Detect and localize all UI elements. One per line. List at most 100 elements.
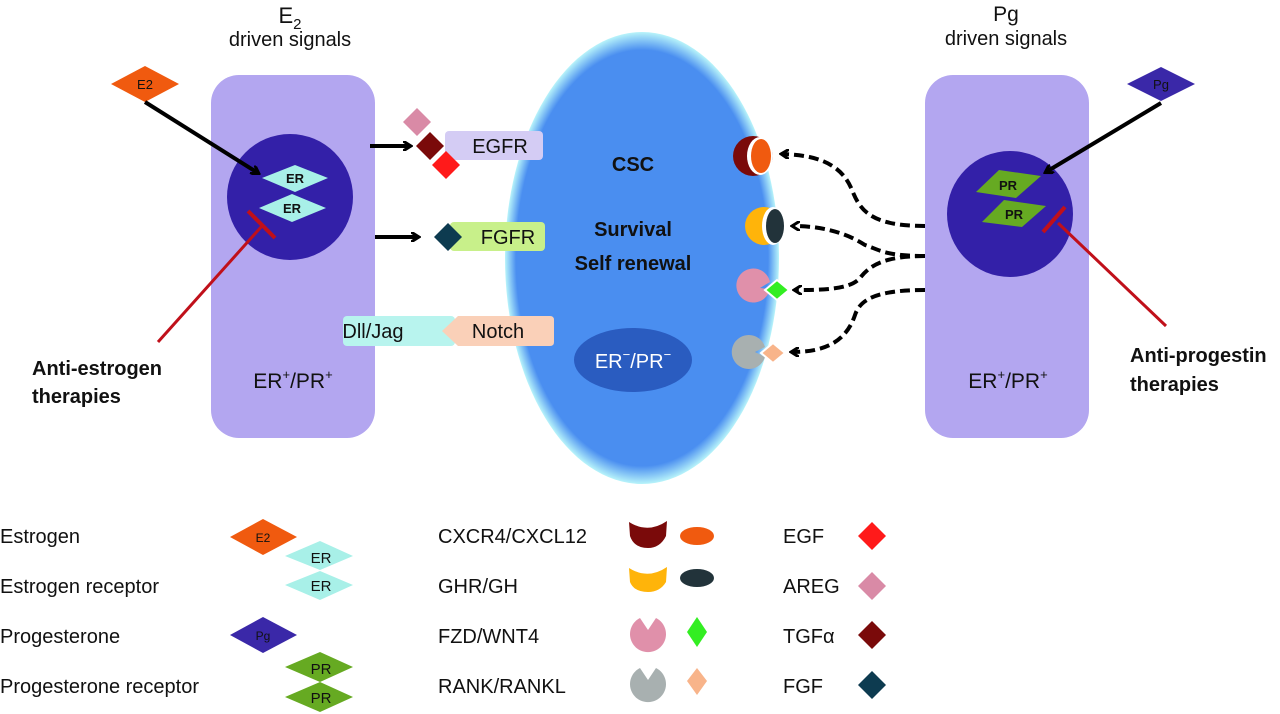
wnt4-ligand-icon	[763, 278, 791, 302]
tgfa-ligand-icon	[416, 132, 444, 160]
legend-ghr-label: GHR/GH	[438, 576, 518, 598]
egfr-group: EGFR	[370, 108, 543, 179]
legend-tgfa-label: TGFα	[783, 626, 835, 648]
csc-title: CSC	[612, 154, 654, 176]
legend-pr-symbol-2: PR	[311, 690, 332, 707]
legend-pr-symbol-1: PR	[311, 661, 332, 678]
notch-receptor-box	[442, 316, 554, 346]
right-cell-label: ER+/PR+	[968, 367, 1047, 393]
pr-receptor-icon	[982, 200, 1046, 227]
legend-cxcl12-icon	[680, 527, 714, 545]
anti-progestin-line	[1056, 221, 1168, 328]
right-header-line1: Pg	[993, 3, 1019, 26]
notch-label: Notch	[472, 321, 524, 343]
legend-estrogen-label: Estrogen	[0, 526, 80, 548]
er-receptor-icon	[259, 194, 326, 222]
legend-er-symbol-2: ER	[311, 578, 332, 595]
e2-binding-arrow	[143, 100, 258, 173]
legend-estrogen-symbol: E2	[256, 531, 271, 545]
legend-progesterone-icon	[230, 617, 297, 653]
anti-estrogen-label-2: therapies	[32, 386, 121, 408]
legend-wnt4-icon	[687, 617, 707, 647]
areg-ligand-icon	[403, 108, 431, 136]
dashed-arrow-cxcl12	[782, 154, 926, 228]
dashed-arrow-gh	[793, 226, 926, 258]
left-header-e: E2	[278, 3, 301, 33]
egfr-receptor-box	[445, 131, 543, 160]
fgfr-label: FGFR	[481, 227, 535, 249]
er-pr-negative-cell	[574, 328, 692, 392]
progesterone-icon	[1127, 67, 1195, 101]
legend-tgfa-icon	[858, 621, 886, 649]
legend-egf-label: EGF	[783, 526, 824, 548]
legend-progesterone-receptor-label: Progesterone receptor	[0, 676, 199, 698]
legend-egf-icon	[858, 522, 886, 550]
egfr-label: EGFR	[472, 136, 528, 158]
anti-progestin-label-2: therapies	[1130, 374, 1219, 396]
er-receptor-icon	[262, 165, 328, 192]
estrogen-icon	[111, 66, 179, 102]
right-header-line2: driven signals	[945, 28, 1067, 50]
legend-pr-icon	[285, 652, 353, 682]
legend-rank-label: RANK/RANKL	[438, 676, 566, 698]
paracrine-arrows	[782, 154, 926, 352]
anti-estrogen-label-1: Anti-estrogen	[32, 358, 162, 380]
left-panel: E2 driven signals ER ER E2 Anti-estrogen…	[32, 3, 375, 438]
legend-estrogen-receptor-label: Estrogen receptor	[0, 576, 159, 598]
dll-jag-box	[343, 316, 455, 346]
legend-er-icon	[285, 541, 353, 570]
gh-ligand-icon	[766, 209, 784, 243]
legend-pr-icon	[285, 682, 353, 712]
anti-estrogen-line	[156, 224, 264, 344]
egf-ligand-icon	[432, 151, 460, 179]
csc-ellipse	[505, 32, 779, 484]
legend-fzd-label: FZD/WNT4	[438, 626, 539, 648]
csc-cell: CSC Survival Self renewal ER−/PR−	[505, 32, 779, 484]
dashed-arrow-wnt4	[795, 254, 926, 290]
rank-receptor-icon	[731, 335, 765, 370]
pr-label-1: PR	[999, 178, 1018, 193]
dll-jag-label: Dll/Jag	[342, 321, 403, 343]
legend-progesterone-symbol: Pg	[256, 629, 271, 643]
csc-surface-receptors	[731, 136, 791, 370]
er-label-2: ER	[283, 201, 302, 216]
legend-progesterone-label: Progesterone	[0, 626, 120, 648]
rankl-ligand-icon	[759, 341, 787, 365]
legend-cxcr4-icon	[629, 521, 667, 548]
anti-estrogen-tbar-icon	[246, 209, 277, 240]
progesterone-label: Pg	[1153, 77, 1169, 92]
legend-fgf-label: FGF	[783, 676, 823, 698]
legend: Estrogen Estrogen receptor Progesterone …	[0, 519, 886, 712]
fgfr-group: FGFR	[375, 222, 545, 251]
pr-label-2: PR	[1005, 207, 1024, 222]
legend-rank-icon	[630, 668, 666, 703]
anti-progestin-label-1: Anti-progestin	[1130, 345, 1267, 367]
legend-cxcr4-label: CXCR4/CXCL12	[438, 526, 587, 548]
er-pr-negative-label: ER−/PR−	[595, 347, 671, 373]
legend-er-icon	[285, 571, 353, 600]
cxcl12-ligand-icon	[751, 139, 771, 173]
legend-areg-label: AREG	[783, 576, 840, 598]
left-header-line2: driven signals	[229, 29, 351, 51]
legend-fzd-icon	[630, 618, 666, 653]
fgfr-receptor-box	[450, 222, 545, 251]
dashed-arrow-rankl	[792, 288, 926, 352]
legend-gh-icon	[680, 569, 714, 587]
csc-self-renewal: Self renewal	[575, 253, 692, 275]
legend-rankl-icon	[687, 668, 707, 695]
fgf-ligand-icon	[434, 223, 462, 251]
legend-estrogen-icon	[230, 519, 297, 555]
legend-ghr-icon	[629, 567, 667, 592]
legend-er-symbol-1: ER	[311, 550, 332, 567]
pg-binding-arrow	[1046, 101, 1163, 172]
pr-receptor-icon	[976, 170, 1041, 198]
csc-survival: Survival	[594, 219, 672, 241]
notch-group: Dll/Jag Notch	[342, 316, 554, 346]
estrogen-label: E2	[137, 77, 153, 92]
er-label-1: ER	[286, 171, 305, 186]
legend-areg-icon	[858, 572, 886, 600]
fzd-receptor-icon	[736, 268, 770, 303]
anti-progestin-tbar-icon	[1041, 205, 1067, 234]
legend-fgf-icon	[858, 671, 886, 699]
